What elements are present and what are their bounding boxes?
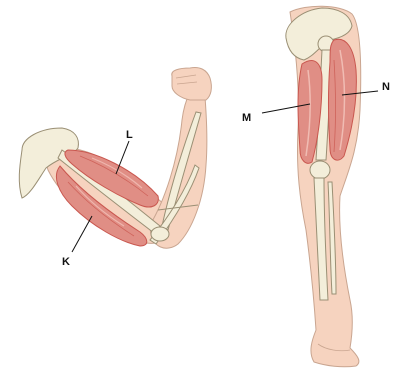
leg-knee-joint (310, 161, 330, 179)
label-N: N (382, 81, 390, 93)
bent-arm: L K (19, 67, 211, 268)
label-L: L (126, 129, 133, 141)
leg: M N (242, 6, 390, 367)
label-M: M (242, 112, 251, 124)
label-K-leader (72, 216, 92, 252)
arm-elbow-joint (151, 227, 169, 241)
label-K: K (62, 256, 70, 268)
